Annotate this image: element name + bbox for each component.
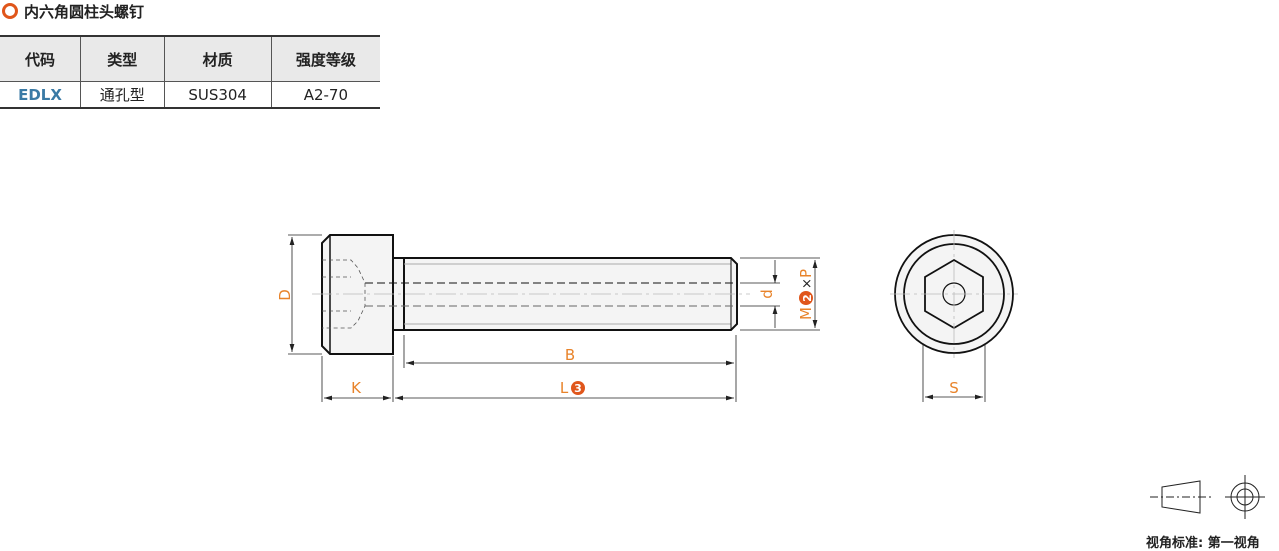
title-text: 内六角圆柱头螺钉 [24, 2, 145, 21]
callout-3-text: 3 [574, 382, 582, 395]
label-L: L [560, 379, 569, 397]
label-thread: M 2 × P [797, 269, 815, 320]
label-S: S [949, 379, 959, 397]
cell-code[interactable]: EDLX [0, 81, 81, 109]
table-header-row: 代码 类型 材质 强度等级 [0, 35, 380, 82]
label-K: K [351, 379, 362, 397]
label-D: D [276, 289, 294, 301]
label-x: × [800, 278, 815, 289]
callout-3-icon [571, 381, 585, 395]
label-d: d [758, 289, 776, 299]
spec-table: 代码 类型 材质 强度等级 EDLX 通孔型 SUS304 A2-70 [0, 35, 380, 109]
header-type: 类型 [80, 35, 165, 82]
side-view [312, 234, 750, 355]
callout-2-text: 2 [801, 294, 814, 302]
projection-label: 视角标准: 第一视角 [1146, 536, 1260, 551]
label-P: P [797, 269, 815, 278]
header-grade: 强度等级 [270, 35, 380, 82]
cell-material: SUS304 [163, 81, 272, 109]
table-row: EDLX 通孔型 SUS304 A2-70 [0, 81, 380, 109]
cell-type: 通孔型 [80, 81, 165, 109]
header-code: 代码 [0, 35, 81, 82]
callout-2-icon [799, 291, 813, 305]
first-angle-projection-icon [1150, 475, 1265, 519]
end-view [890, 230, 1018, 358]
cell-grade: A2-70 [270, 81, 380, 109]
label-M: M [797, 307, 815, 320]
circle-bullet-icon [2, 3, 18, 19]
label-B: B [565, 346, 575, 364]
section-title: 内六角圆柱头螺钉 [2, 0, 144, 22]
dimension-lines [288, 234, 986, 402]
header-material: 材质 [163, 35, 272, 82]
